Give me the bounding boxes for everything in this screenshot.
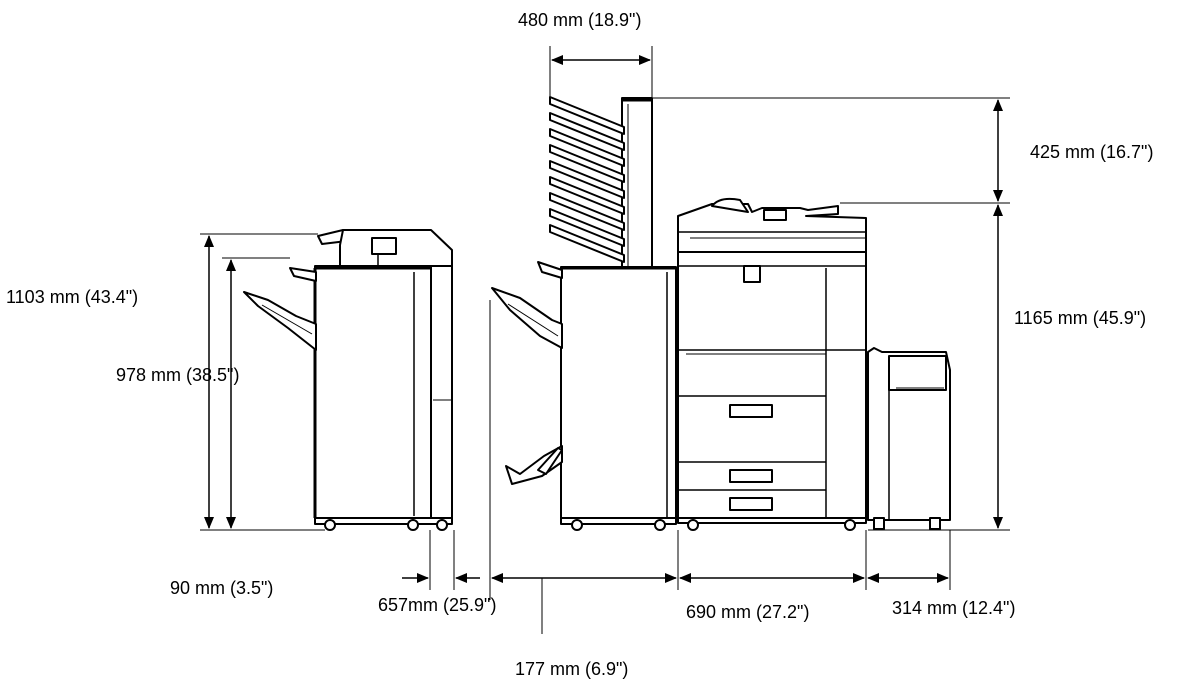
large-capacity-tray-unit bbox=[867, 347, 951, 530]
label-finisher-width: 657mm (25.9") bbox=[378, 595, 496, 615]
label-tray-offset: 177 mm (6.9") bbox=[515, 659, 628, 679]
left-finisher-unit bbox=[243, 229, 453, 531]
label-main-height: 1165 mm (45.9") bbox=[1014, 308, 1146, 328]
label-finisher-body-height: 978 mm (38.5") bbox=[116, 365, 239, 385]
label-lct-width: 314 mm (12.4") bbox=[892, 598, 1015, 618]
label-finisher-total-height: 1103 mm (43.4") bbox=[6, 287, 138, 307]
label-top-tray-width: 480 mm (18.9") bbox=[518, 10, 641, 30]
label-main-width: 690 mm (27.2") bbox=[686, 602, 809, 622]
label-tray-height: 425 mm (16.7") bbox=[1030, 142, 1153, 162]
main-copier-unit bbox=[677, 197, 867, 531]
middle-finisher-unit bbox=[491, 261, 677, 531]
label-gap-width: 90 mm (3.5") bbox=[170, 578, 273, 598]
mailbox-bin bbox=[549, 96, 625, 263]
dimension-lines bbox=[200, 46, 1010, 634]
dimension-labels: 480 mm (18.9") 425 mm (16.7") 1165 mm (4… bbox=[6, 10, 1153, 679]
mailbox-tray-unit bbox=[549, 96, 653, 269]
